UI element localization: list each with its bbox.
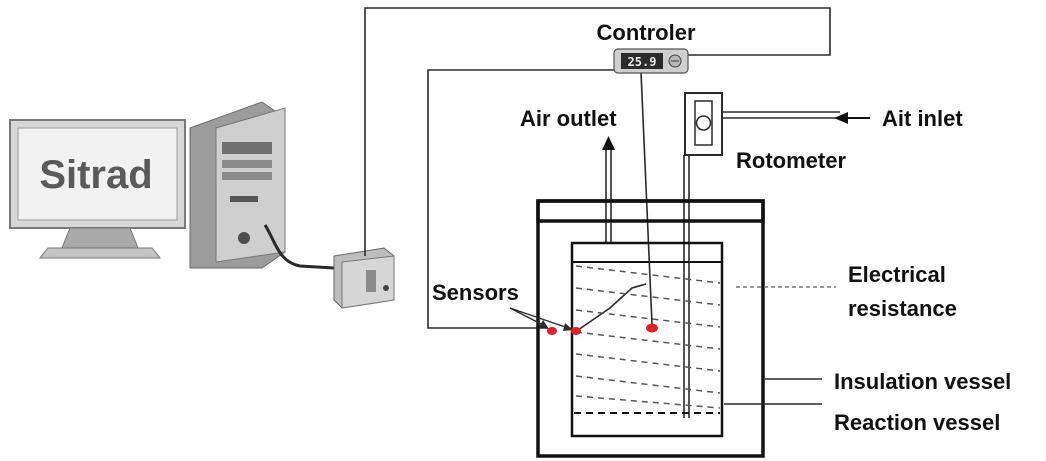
controller-label: Controler: [597, 20, 696, 45]
usb-cable: [263, 224, 335, 270]
insulation-vessel-label: Insulation vessel: [834, 369, 1011, 394]
air-supply-tube: [683, 155, 690, 418]
air-inlet-pipe: [722, 111, 840, 119]
air-outlet-label: Air outlet: [520, 106, 617, 131]
electrical-resistance-label-line1: Electrical: [848, 262, 946, 287]
rotometer: [684, 92, 723, 156]
air-inlet-label: Ait inlet: [882, 106, 963, 131]
controller-display-reading: 25.9: [628, 55, 657, 69]
electrical-resistance-label-line2: resistance: [848, 296, 957, 321]
computer: Sitrad: [9, 101, 286, 269]
air-outlet-tube: [605, 150, 612, 243]
sensor-pointer-arrow-1: [539, 320, 549, 329]
sensor-2: [571, 327, 581, 335]
insulation-vessel: [536, 199, 765, 458]
sitrad-logo-text: Sitrad: [39, 153, 152, 197]
air-inlet-arrow: [834, 112, 870, 124]
air-outlet-arrow-icon: [602, 136, 615, 150]
reaction-vessel-label: Reaction vessel: [834, 410, 1000, 435]
computer-monitor: Sitrad: [9, 119, 186, 259]
sensors-label: Sensors: [432, 280, 519, 305]
controller-device: 25.9: [613, 48, 689, 74]
reaction-vessel: [570, 241, 724, 438]
sensor-1: [547, 327, 557, 335]
electrical-resistance-coil: [575, 265, 721, 409]
sensor-pointer-arrow-2: [563, 323, 573, 331]
data-interface-box: [333, 247, 395, 309]
rotometer-label: Rotometer: [736, 148, 846, 173]
computer-tower: [189, 101, 286, 269]
sensor-3: [646, 323, 658, 333]
